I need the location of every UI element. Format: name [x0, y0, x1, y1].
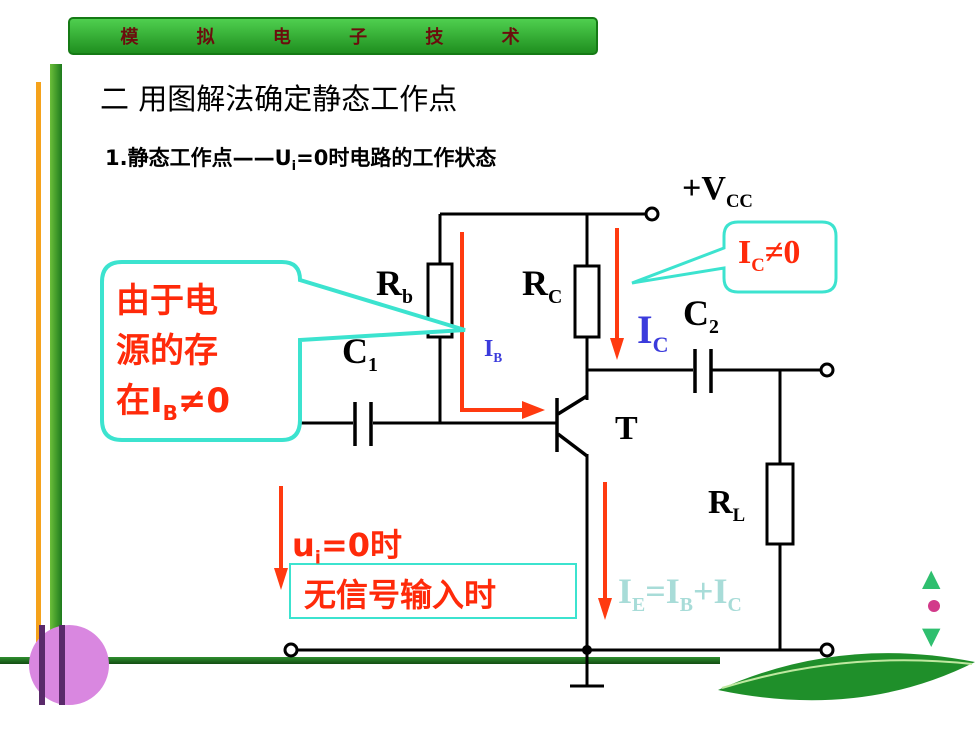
left-bar-orange — [36, 82, 41, 642]
ie-equation: IE=IB+IC — [618, 570, 742, 617]
ui-note-sub: i — [314, 547, 321, 569]
rl-label: RL — [708, 484, 745, 527]
rb-label: Rb — [376, 262, 413, 309]
deco-bars — [39, 625, 65, 705]
header-title: 模 拟 电 子 技 术 — [120, 27, 546, 48]
subtitle-suffix: =0时电路的工作状态 — [296, 146, 497, 170]
rb-main: R — [376, 263, 402, 303]
ib-note-text: 由于电 源的存 在IB≠0 — [116, 276, 230, 438]
resistor-rc-symbol — [573, 264, 601, 339]
rl-sub: L — [732, 504, 746, 526]
header-bar: 模 拟 电 子 技 术 — [68, 17, 598, 55]
section-title: 二 用图解法确定静态工作点 — [100, 82, 458, 116]
ic-note-suffix: ≠0 — [764, 234, 801, 271]
ic-note-sub: C — [751, 254, 765, 276]
subtitle-sub: i — [291, 159, 297, 175]
ib-sub: B — [493, 349, 503, 365]
arrow-heads — [274, 338, 624, 620]
ib-note-line2: 源的存 — [116, 331, 218, 371]
rc-main: R — [522, 263, 548, 303]
leaf-highlight — [721, 659, 973, 689]
callout-ib-bubble — [100, 260, 466, 442]
c2-main: C — [683, 293, 709, 333]
ib-note-line3-sub: B — [162, 400, 178, 425]
ie-c-sub: C — [727, 594, 742, 617]
deco-circle — [29, 625, 109, 705]
rc-sub: C — [548, 286, 563, 309]
ie-a-sub: E — [632, 594, 646, 617]
ui-note-suffix: =0时 — [320, 526, 403, 564]
c1-sub: 1 — [368, 354, 378, 377]
c1-main: C — [342, 331, 368, 371]
ic-note-main: I — [738, 234, 752, 271]
ic-main: I — [637, 307, 653, 352]
junction-dot — [582, 645, 592, 655]
ic-sub: C — [652, 332, 669, 357]
no-signal-box — [289, 563, 577, 619]
vcc-main: +V — [682, 170, 726, 207]
c2-sub: 2 — [709, 316, 719, 339]
ie-a: I — [618, 571, 633, 611]
transistor-symbol — [555, 394, 589, 458]
ib-main: I — [484, 336, 494, 362]
vcc-label: +VCC — [682, 170, 753, 213]
bottom-line — [0, 657, 720, 664]
callout-ic-bubble — [631, 220, 838, 294]
ib-note-line3: 在IB≠0 — [116, 376, 230, 438]
rc-label: RC — [522, 262, 562, 309]
ib-label: IB — [484, 336, 502, 366]
c1-label: C1 — [342, 330, 378, 377]
c2-label: C2 — [683, 292, 719, 339]
ie-b: I — [665, 571, 680, 611]
ib-note-line3-suffix: ≠0 — [177, 381, 231, 421]
vcc-sub: CC — [725, 190, 753, 212]
ie-plus: + — [692, 571, 714, 611]
left-bar-green — [50, 64, 62, 664]
nav-down-button[interactable]: ▼ — [922, 622, 941, 650]
ui-note-text: ui=0时 — [292, 520, 402, 568]
ic-label: IC — [637, 306, 668, 358]
ib-note-line3-prefix: 在I — [116, 381, 163, 421]
ui-note-main: u — [292, 526, 315, 564]
ie-b-sub: B — [679, 594, 693, 617]
leaf-swoosh — [718, 653, 975, 701]
no-signal-text: 无信号输入时 — [304, 576, 497, 614]
ie-c: I — [713, 571, 728, 611]
nav-up-button[interactable]: ▲ — [922, 564, 941, 592]
transistor-label: T — [615, 410, 638, 447]
subtitle-prefix: 1.静态工作点——U — [105, 146, 292, 170]
nav-dot — [928, 600, 940, 612]
ic-note-text: IC≠0 — [738, 234, 800, 277]
resistor-rl-symbol — [765, 462, 795, 546]
ie-eq: = — [645, 571, 666, 611]
capacitor-c1-symbol — [353, 402, 373, 446]
capacitor-c2-symbol — [693, 349, 713, 393]
ib-note-line1: 由于电 — [116, 281, 218, 321]
subtitle: 1.静态工作点——Ui=0时电路的工作状态 — [105, 142, 496, 174]
current-arrows — [279, 228, 619, 600]
rb-sub: b — [402, 286, 414, 309]
rl-main: R — [708, 484, 733, 521]
